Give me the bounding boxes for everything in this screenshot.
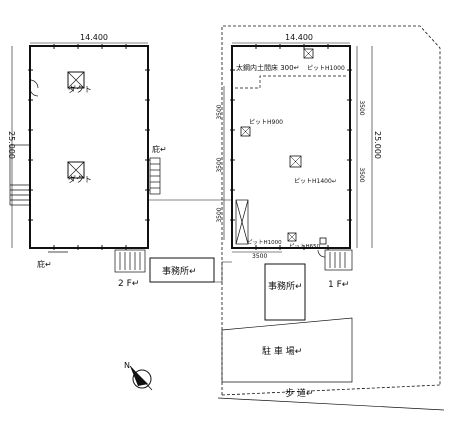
floor2-left-stair	[9, 144, 31, 206]
floor1-plan: 14.400 3500 3500 3500 3500 3500 25.000	[216, 33, 382, 383]
floor2-office-box	[149, 257, 215, 283]
floor1-office-box	[264, 263, 306, 321]
floor2-office-label: 事務所↵	[162, 265, 197, 277]
floor2-duct-2-label: ダクト	[68, 174, 92, 184]
floor1-floor-label: 1 F↵	[328, 280, 349, 290]
floor2-eave-bottom-label: 庇↵	[37, 259, 52, 269]
floor1-earthen-floor-area	[235, 75, 348, 89]
floor2-building-outline	[29, 45, 149, 249]
floor2-floor-label: 2 F↵	[118, 279, 139, 289]
floor2-eave-right-label: 庇↵	[152, 144, 167, 154]
svg-text:ピットH1000: ピットH1000	[247, 239, 282, 246]
floor1-bottom-stair	[317, 249, 353, 271]
floor2-duct-1: ダクト	[67, 71, 92, 94]
sidewalk-label: 歩 道↵	[285, 387, 313, 399]
north-label: N	[124, 361, 130, 370]
parking-area	[221, 317, 353, 383]
north-arrow: N	[124, 361, 153, 391]
floor1-pit-bottom: ピットH1000 ピットH650	[247, 232, 327, 250]
floor2-right-stair	[149, 157, 161, 195]
floor1-pit-center: ピットH1400↵	[289, 155, 337, 185]
floor1-seg-left-3: 3500	[216, 207, 223, 222]
floor1-pit-top: ピットH1000	[303, 48, 345, 72]
floor2-duct-1-label: ダクト	[68, 84, 92, 94]
svg-text:ピットH900: ピットH900	[249, 119, 283, 126]
svg-text:ピットH650: ピットH650	[289, 243, 321, 250]
parking-label: 駐 車 場↵	[262, 345, 302, 357]
sidewalk-line	[217, 397, 445, 411]
floor1-pit-long	[235, 199, 249, 245]
site-boundary: 歩 道↵	[217, 25, 445, 411]
floor2-plan: 14.400 25.000 ダクト	[7, 33, 215, 289]
floor1-seg-right-1: 3500	[358, 100, 365, 115]
floor1-building-outline	[231, 45, 351, 249]
floor1-seg-bottom: 3500	[252, 253, 267, 260]
floor1-office-label: 事務所↵	[268, 280, 303, 292]
floor2-dim-top: 14.400	[80, 33, 108, 42]
floor1-seg-left-1: 3500	[216, 104, 223, 119]
floor2-duct-2: ダクト	[67, 161, 92, 184]
floor1-dim-top: 14.400	[285, 33, 313, 42]
floor1-seg-right-2: 3500	[358, 167, 365, 182]
floor1-pit-left: ピットH900	[240, 119, 283, 137]
svg-text:ピットH1400↵: ピットH1400↵	[294, 178, 337, 185]
floor1-annot-top: 太鋼内土間床 300↵	[236, 63, 299, 72]
floor2-bottom-stair	[114, 249, 146, 273]
floor1-dim-right: 25.000	[373, 131, 382, 159]
svg-text:ピットH1000: ピットH1000	[307, 65, 345, 72]
floor1-seg-left-2: 3500	[216, 157, 223, 172]
